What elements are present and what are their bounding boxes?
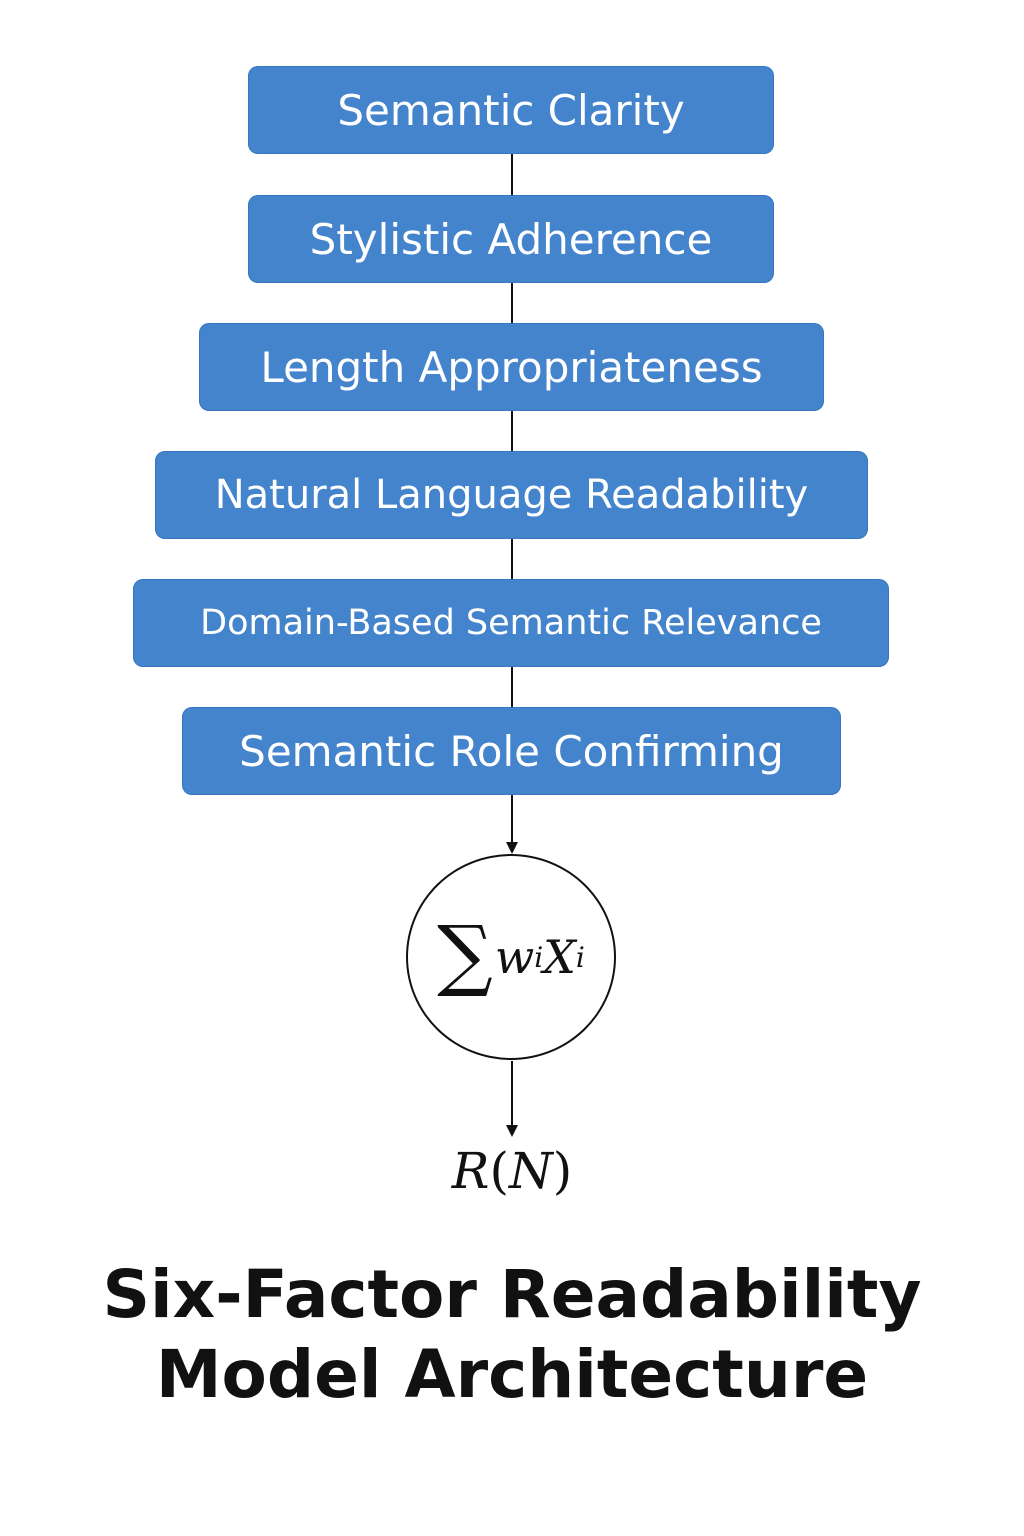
factor-semantic-clarity: Semantic Clarity	[248, 66, 774, 154]
factor-label: Natural Language Readability	[214, 472, 809, 518]
factor-label: Length Appropriateness	[260, 342, 763, 392]
factor-label: Semantic Clarity	[337, 85, 685, 135]
factor-variable: X	[543, 930, 576, 984]
factor-label: Domain-Based Semantic Relevance	[200, 603, 822, 643]
factor-index: i	[575, 940, 585, 974]
weight-variable: w	[494, 930, 535, 984]
factor-label: Semantic Role Confirming	[239, 726, 784, 776]
weight-index: i	[534, 940, 544, 974]
factor-semantic-role-confirming: Semantic Role Confirming	[182, 707, 841, 795]
title-line-1: Six-Factor Readability	[102, 1256, 922, 1333]
factor-natural-language-readability: Natural Language Readability	[155, 451, 868, 539]
output-function: R	[451, 1142, 490, 1200]
factor-domain-based-semantic-relevance: Domain-Based Semantic Relevance	[133, 579, 889, 667]
open-paren: (	[489, 1142, 509, 1200]
output-formula: R(N)	[412, 1142, 612, 1200]
factor-length-appropriateness: Length Appropriateness	[199, 323, 824, 411]
summation-symbol: ∑	[437, 910, 493, 1000]
factor-label: Stylistic Adherence	[309, 214, 713, 264]
factor-stylistic-adherence: Stylistic Adherence	[248, 195, 774, 283]
close-paren: )	[552, 1142, 573, 1200]
output-argument: N	[508, 1142, 553, 1200]
diagram-title: Six-Factor Readability Model Architectur…	[0, 1255, 1024, 1415]
title-line-2: Model Architecture	[155, 1336, 869, 1413]
